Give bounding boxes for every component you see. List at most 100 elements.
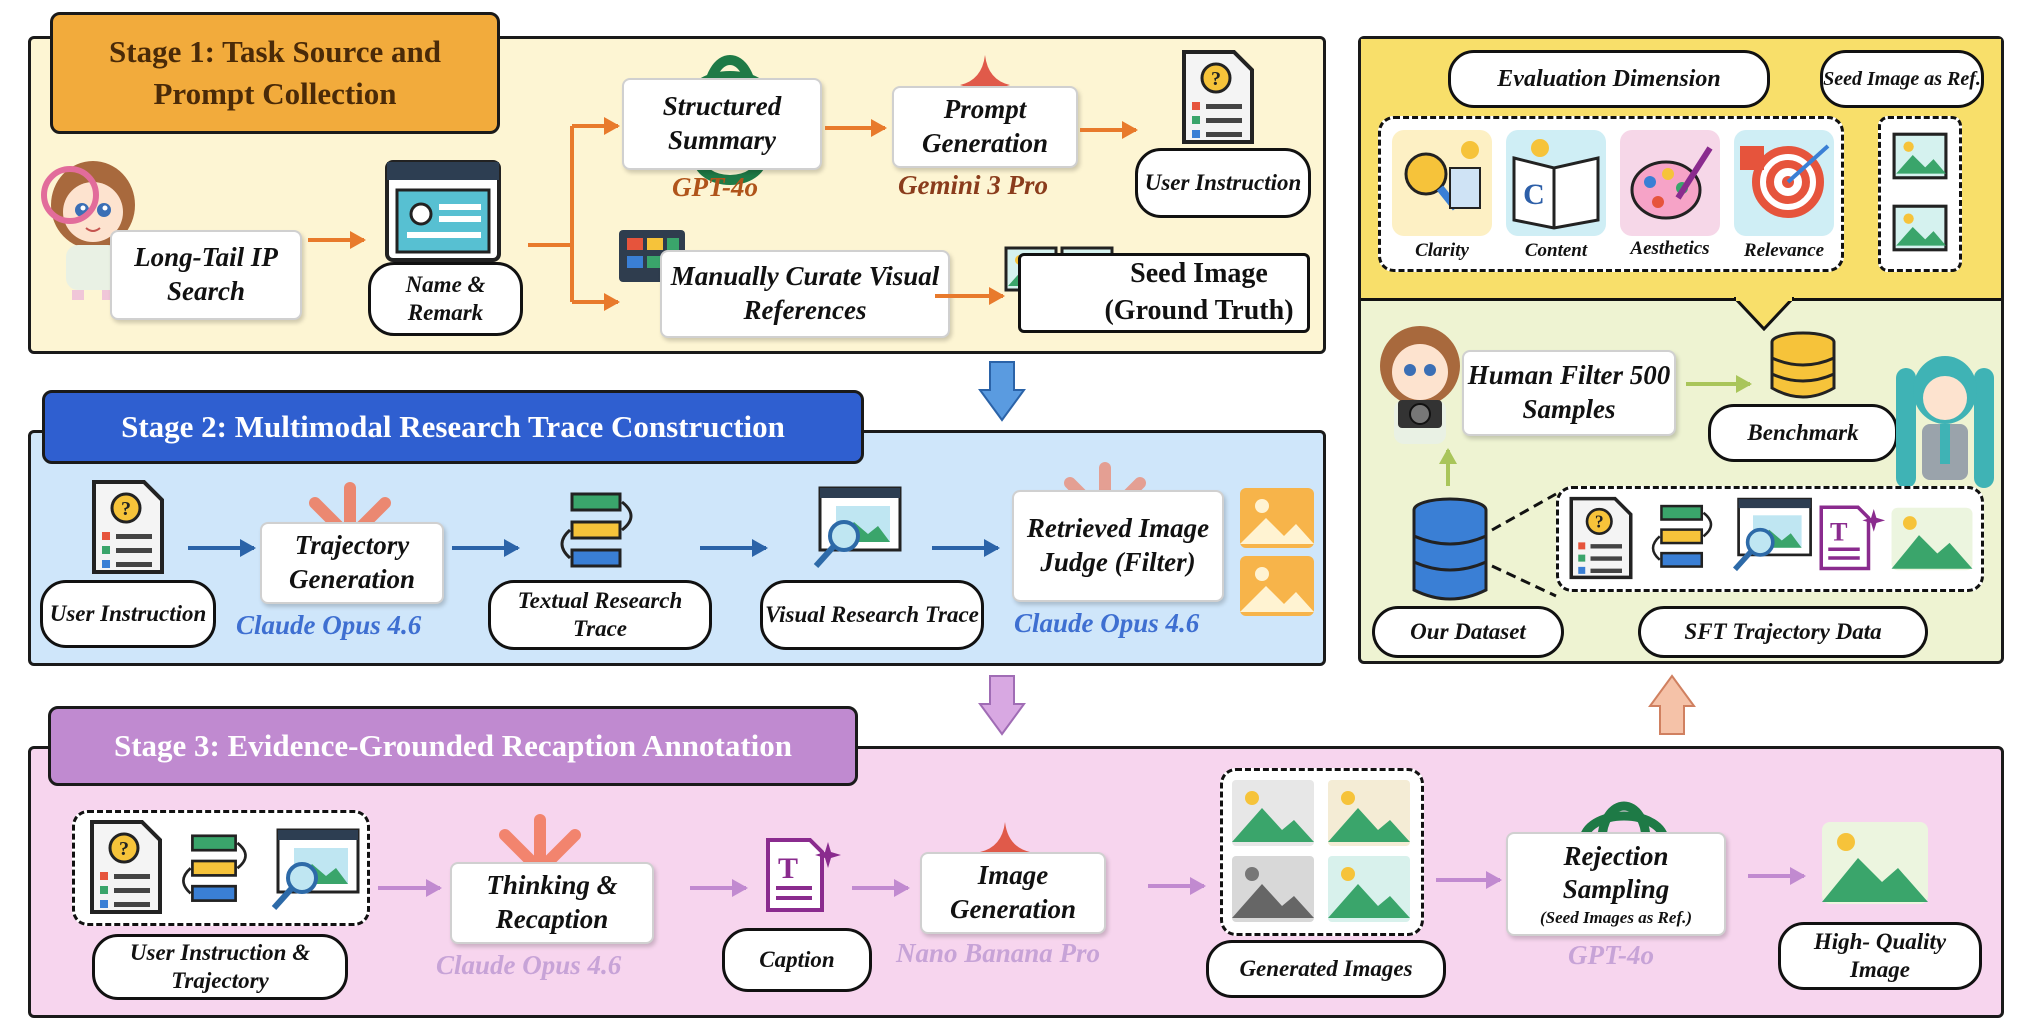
caption-text-icon-sft: T (1819, 505, 1886, 571)
up-arrow-right-panel (1648, 674, 1696, 735)
high-quality-image-icon (1822, 822, 1928, 904)
retrieved-image-judge-node: Retrieved Image Judge (Filter) (1012, 490, 1224, 602)
long-tail-ip-search-node: Long-Tail IP Search (110, 230, 302, 320)
seed-images-ref-label: (Seed Images as Ref.) (1539, 908, 1693, 928)
human-filter-node: Human Filter 500 Samples (1462, 350, 1676, 436)
relevance-label: Relevance (1743, 240, 1825, 261)
trajectory-generation-node: Trajectory Generation (260, 522, 444, 604)
gemini-star-icon (960, 55, 1010, 115)
arrow-3f (1748, 867, 1806, 885)
thinking-recaption-node: Thinking & Recaption (450, 862, 654, 944)
structured-summary-node: Structured Summary (622, 78, 822, 170)
retrieved-image-icon-a (1240, 488, 1314, 548)
caption-pill: Caption (722, 928, 872, 992)
girl-camera-icon (1380, 326, 1460, 444)
stage2-user-instruction-pill: User Instruction (40, 580, 216, 648)
textual-trace-icon-s3 (182, 834, 247, 902)
arrow-1a (308, 231, 366, 249)
arrow-1e (1080, 121, 1138, 139)
visual-trace-icon (813, 486, 902, 569)
stage2-title: Stage 2: Multimodal Research Trace Const… (42, 390, 864, 464)
miku-character-icon (1896, 356, 1994, 488)
down-arrow-stage2 (978, 361, 1026, 422)
image-generation-node: Image Generation (920, 852, 1106, 934)
claude-label-s2a: Claude Opus 4.6 (236, 610, 422, 640)
arrow-2c (700, 539, 768, 557)
svg-text:?: ? (119, 838, 129, 860)
arrow-3a (378, 879, 442, 897)
arrow-r-up (1446, 450, 1450, 486)
arrow-2b (452, 539, 520, 557)
question-document-icon-s2: ? (92, 480, 164, 574)
gemini-label: Gemini 3 Pro (898, 170, 1049, 200)
generated-image-icon-b (1328, 780, 1410, 846)
our-dataset-database-icon (1412, 497, 1488, 601)
generated-image-icon-c (1232, 856, 1314, 922)
stage1-title: Stage 1: Task Source and Prompt Collecti… (50, 12, 500, 134)
benchmark-pill: Benchmark (1708, 404, 1898, 462)
rejection-sampling-label: Rejection Sampling (1562, 840, 1670, 905)
arrow-3b (690, 879, 748, 897)
stage3-title: Stage 3: Evidence-Grounded Recaption Ann… (48, 706, 858, 786)
clarity-icon (1392, 130, 1492, 236)
name-card-browser-icon (385, 160, 501, 262)
visual-trace-icon-s3 (271, 828, 360, 911)
aesthetics-icon (1620, 130, 1720, 236)
seed-ref-image-icon-a (1892, 132, 1948, 180)
arrow-2d (932, 539, 1000, 557)
question-document-icon: ? (1182, 50, 1254, 144)
content-icon: C (1506, 130, 1606, 236)
svg-text:C: C (1523, 178, 1545, 211)
user-instruction-trajectory-pill: User Instruction & Trajectory (92, 934, 348, 1000)
arrow-3c (852, 879, 910, 897)
nano-banana-label: Nano Banana Pro (896, 938, 1101, 968)
seed-image-ground-truth-label: Seed Image (Ground Truth) (1104, 258, 1294, 326)
fork-stem-line (528, 243, 572, 247)
high-quality-image-pill: High- Quality Image (1778, 922, 1982, 990)
arrow-3d (1148, 877, 1206, 895)
arrow-2a (188, 539, 256, 557)
stage1-user-instruction-pill: User Instruction (1135, 148, 1311, 218)
our-dataset-pill: Our Dataset (1372, 606, 1564, 658)
visual-trace-icon-sft (1732, 497, 1812, 572)
prompt-generation-node: Prompt Generation (892, 86, 1078, 168)
textual-research-trace-pill: Textual Research Trace (488, 580, 712, 650)
speech-pointer (1734, 297, 1794, 331)
arrow-1d (825, 119, 887, 137)
svg-text:?: ? (1595, 512, 1604, 532)
down-arrow-stage3 (978, 675, 1026, 736)
question-document-icon-s3: ? (90, 820, 162, 914)
question-document-icon-sft: ? (1569, 496, 1633, 580)
arrow-3e (1436, 871, 1502, 889)
seed-image-ref-pill: Seed Image as Ref. (1820, 50, 1984, 108)
caption-text-icon: T (766, 838, 841, 912)
content-label: Content (1524, 240, 1588, 261)
seed-image-ground-truth-box (1018, 253, 1310, 333)
gpt4o-label: GPT-4o (672, 172, 758, 202)
name-remark-pill: Name & Remark (368, 262, 523, 336)
generated-images-pill: Generated Images (1206, 940, 1446, 998)
claude-label-s3: Claude Opus 4.6 (436, 950, 622, 980)
gpt4o-label-s3: GPT-4o (1568, 940, 1654, 970)
arrow-r1 (1686, 375, 1752, 393)
aesthetics-label: Aesthetics (1630, 238, 1710, 259)
relevance-icon (1734, 130, 1834, 236)
sft-trajectory-pill: SFT Trajectory Data (1638, 606, 1928, 658)
zoom-lines (1491, 492, 1557, 598)
rejection-sampling-node: Rejection Sampling (Seed Images as Ref.) (1506, 832, 1726, 936)
high-quality-image-icon-sft (1891, 507, 1973, 571)
fork-vertical-line (570, 126, 574, 302)
evaluation-dimension-pill: Evaluation Dimension (1448, 50, 1770, 108)
textual-trace-icon-sft (1651, 504, 1713, 568)
girl-magnifier-icon (41, 161, 135, 300)
retrieved-image-icon-b (1240, 556, 1314, 616)
generated-image-icon-d (1328, 856, 1410, 922)
textual-trace-icon (560, 492, 633, 568)
generated-image-icon-a (1232, 780, 1314, 846)
manually-curate-node: Manually Curate Visual References (660, 250, 950, 338)
svg-text:?: ? (121, 498, 131, 520)
svg-text:T: T (778, 852, 798, 885)
benchmark-database-icon (1770, 331, 1836, 399)
claude-label-s2b: Claude Opus 4.6 (1014, 608, 1200, 638)
arrow-1f (935, 287, 1005, 305)
